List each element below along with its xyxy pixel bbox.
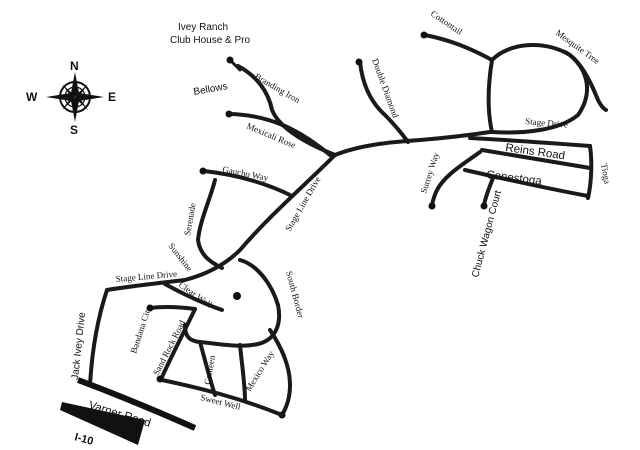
road-gaucho-way: [202, 169, 292, 197]
road-end-chuck-wagon-court: [480, 202, 488, 210]
label-bandana-cir: Bandana Cir: [128, 308, 151, 354]
road-conestoga: [463, 168, 590, 198]
label-bellows: Bellows: [193, 81, 229, 98]
label-tioga: Tioga: [599, 163, 612, 185]
label-serenade: Serenade: [182, 202, 198, 236]
road-serenade: [196, 178, 224, 270]
compass-west-label: W: [26, 90, 38, 104]
road-surrey-way: [430, 150, 482, 207]
label-south-border: South Border: [284, 270, 306, 319]
road-end-sweet-well: [156, 375, 164, 383]
road-sand-rock-road: [160, 307, 197, 379]
road-chuck-wagon-court: [482, 176, 495, 207]
clubhouse-label-line2: Club House & Pro: [170, 35, 250, 46]
label-chuck-wagon-court: Chuck Wagon Court: [470, 189, 504, 279]
road-mesquite-tree-spur: [563, 50, 608, 112]
label-double-diamond: Double Diamond: [370, 57, 401, 119]
label-branding-iron: Branding Iron: [253, 71, 302, 105]
label-conestoga: Conestoga: [486, 169, 543, 188]
road-end-double-diamond: [355, 58, 363, 66]
road-stage-drive: [468, 136, 592, 148]
road-clear-well: [163, 282, 224, 312]
road-stage-line-drive: [105, 153, 337, 292]
cul-de-sac-center: [233, 292, 241, 300]
road-south-border: [268, 328, 292, 417]
road-mesquite-tree-loop: [490, 43, 590, 135]
road-sweet-well: [160, 378, 284, 417]
road-jack-ivey-drive: [88, 288, 109, 387]
road-end-surrey-way: [428, 202, 436, 210]
road-cottontail: [423, 33, 494, 134]
road-south-border-loop: [183, 258, 281, 348]
road-branding-iron: [236, 64, 337, 157]
road-end-bandana-cir: [146, 304, 154, 312]
clubhouse-label-line1: Ivey Ranch: [178, 22, 228, 33]
label-jack-ivey-drive: Jack Ivey Drive: [70, 311, 88, 380]
label-mexico-way: Mexico Way: [243, 348, 276, 393]
highway-i10-band: [60, 402, 145, 445]
road-tioga: [586, 144, 594, 200]
road-reins-road: [480, 148, 592, 170]
compass-south-label: S: [70, 123, 78, 137]
road-end-gaucho-way: [199, 167, 207, 175]
label-i10: I-10: [73, 431, 94, 448]
road-main-trunk: [333, 130, 492, 157]
label-stage-drive: Stage Drive: [525, 116, 568, 130]
label-mexicali-rose: Mexicali Rose: [245, 121, 297, 151]
road-end-cottontail: [420, 31, 428, 39]
compass-rose-icon: [46, 72, 104, 122]
road-double-diamond: [358, 60, 410, 144]
compass-east-label: E: [108, 90, 116, 104]
label-cottontail: Cottontail: [429, 8, 465, 37]
label-sand-rock-road: Sand Rock Road: [151, 318, 188, 377]
compass-north-label: N: [70, 59, 79, 73]
road-varner-road: [76, 377, 197, 431]
road-mexicali-rose: [228, 112, 332, 157]
road-end-bellows: [226, 56, 234, 64]
road-bandana-cir: [148, 304, 197, 311]
road-mexico-way: [238, 343, 247, 402]
road-end-mexicali-rose: [225, 110, 233, 118]
